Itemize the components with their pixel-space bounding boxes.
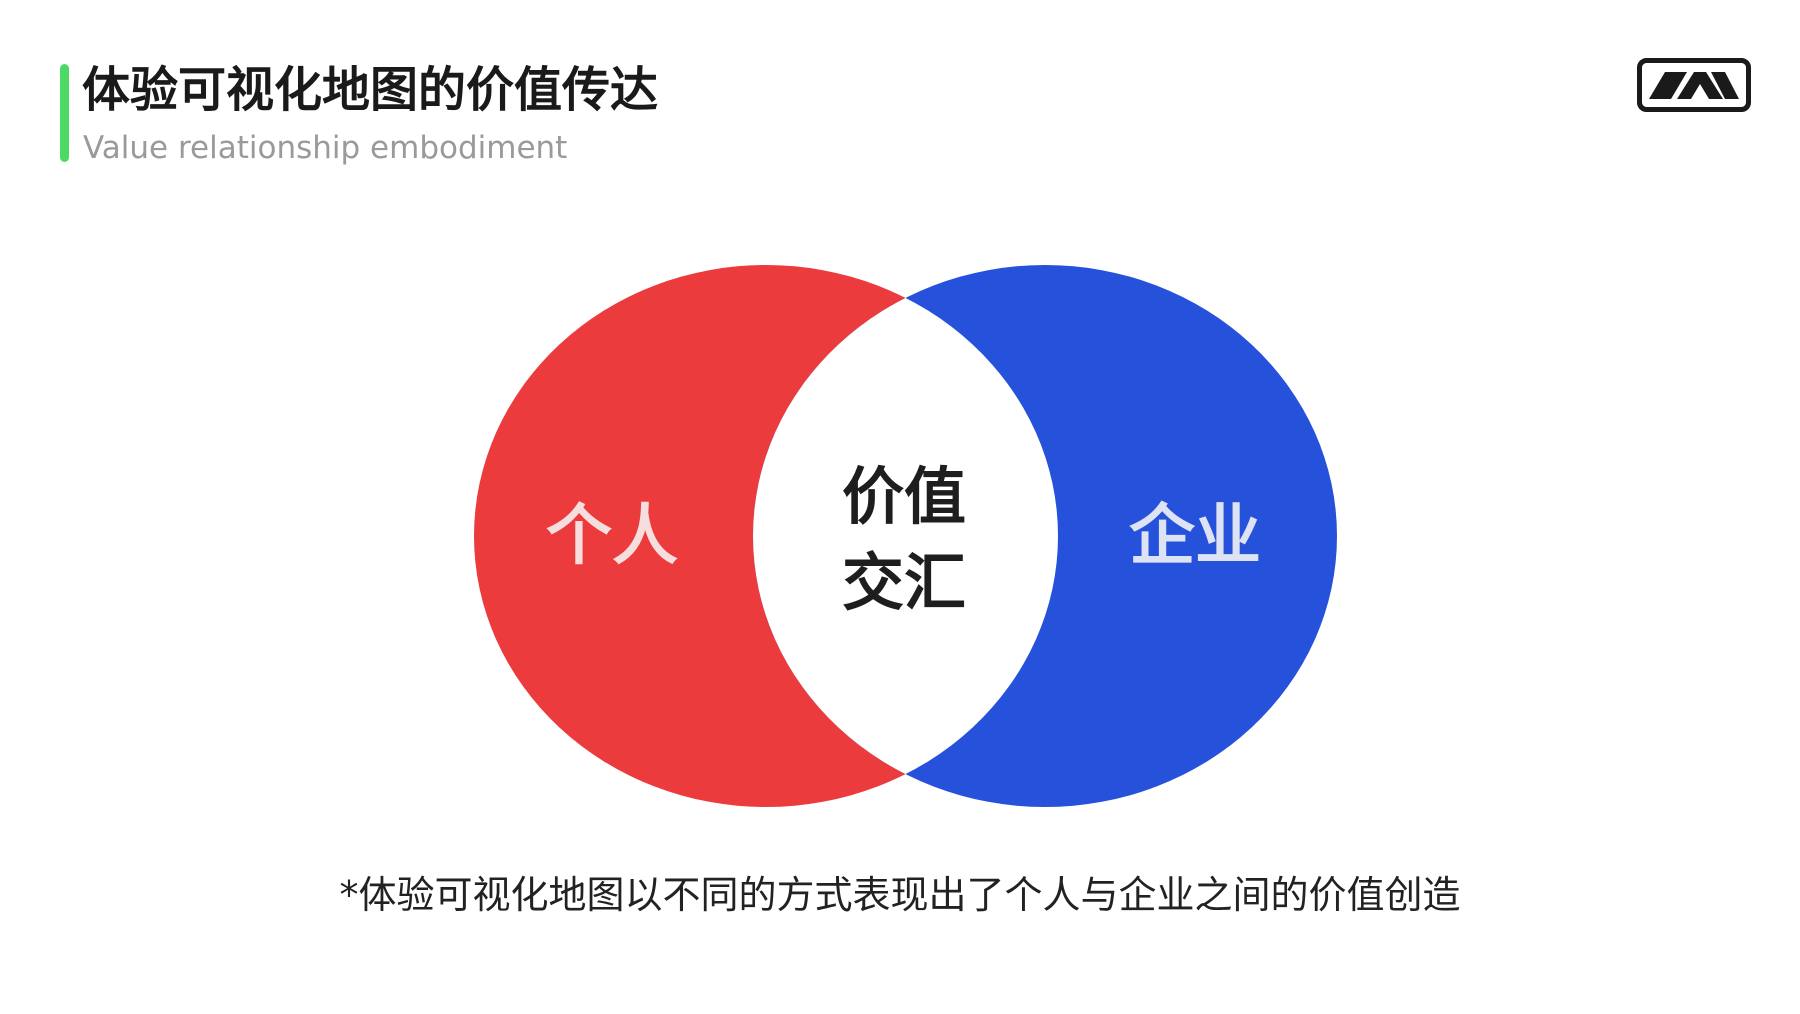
venn-intersection <box>753 265 1058 807</box>
venn-intersection-label-line1: 价值 <box>842 460 966 533</box>
title-accent-bar <box>60 64 69 162</box>
venn-set-right-label: 企业 <box>1129 497 1261 574</box>
venn-set-left-label: 个人 <box>546 497 678 574</box>
brand-logo-icon <box>1637 58 1751 112</box>
page-subtitle: Value relationship embodiment <box>83 130 568 166</box>
footnote: *体验可视化地图以不同的方式表现出了个人与企业之间的价值创造 <box>339 873 1461 917</box>
venn-intersection-label-line2: 交汇 <box>842 546 966 619</box>
page-title: 体验可视化地图的价值传达 <box>82 62 659 118</box>
